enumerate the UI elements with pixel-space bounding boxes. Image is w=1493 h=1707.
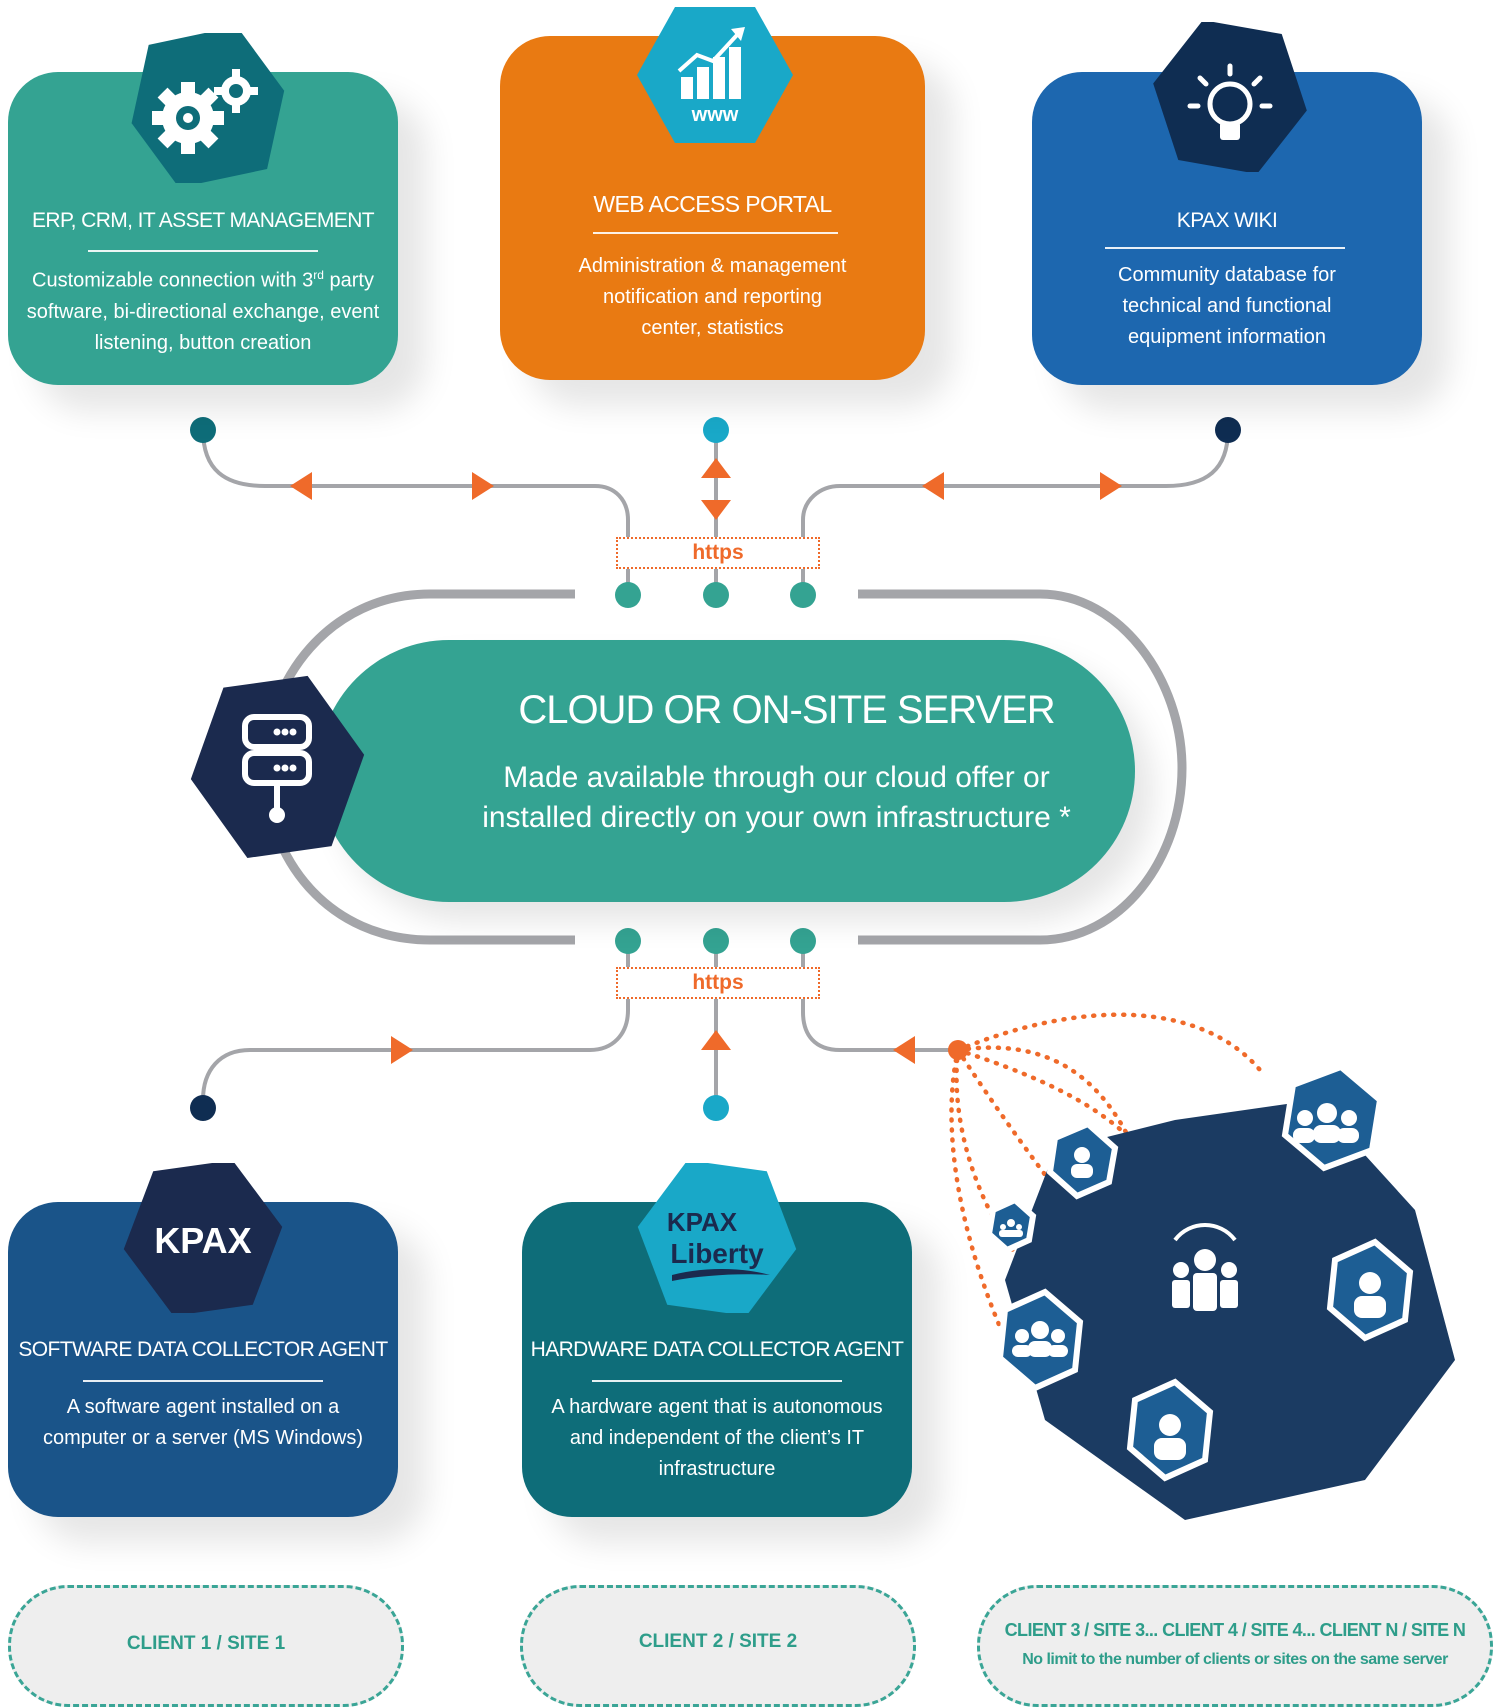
web-access-portal-card: WEB ACCESS PORTAL Administration & manag… bbox=[500, 36, 925, 380]
connector-dot bbox=[1215, 417, 1241, 443]
card-description: Community database for technical and fun… bbox=[1118, 264, 1336, 348]
connector-dot bbox=[790, 582, 816, 608]
server-icon bbox=[190, 675, 365, 859]
client-2-box: CLIENT 2 / SITE 2 bbox=[520, 1585, 916, 1707]
svg-text:Liberty: Liberty bbox=[670, 1238, 764, 1269]
https-label-top: https bbox=[616, 537, 820, 569]
connector-dot bbox=[615, 582, 641, 608]
gears-icon bbox=[131, 33, 285, 183]
card-description: A software agent installed on a computer… bbox=[42, 1396, 364, 1449]
client-1-box: CLIENT 1 / SITE 1 bbox=[8, 1585, 404, 1707]
client-cluster-graphic bbox=[985, 1063, 1455, 1520]
connector-dot bbox=[190, 417, 216, 443]
card-divider bbox=[83, 1380, 323, 1382]
www-chart-icon: www bbox=[637, 7, 793, 143]
connector-dot bbox=[703, 582, 729, 608]
client-n-box: CLIENT 3 / SITE 3... CLIENT 4 / SITE 4..… bbox=[977, 1585, 1493, 1707]
card-title: KPAX WIKI bbox=[1176, 209, 1278, 232]
card-description: Administration & management notification… bbox=[578, 255, 847, 339]
connector-dot bbox=[190, 1095, 216, 1121]
card-divider bbox=[593, 232, 838, 234]
kpax-liberty-logo-icon: KPAX Liberty bbox=[637, 1163, 797, 1313]
client-label: CLIENT 1 / SITE 1 bbox=[126, 1633, 286, 1654]
client-label: CLIENT 2 / SITE 2 bbox=[638, 1631, 798, 1652]
card-title: SOFTWARE DATA COLLECTOR AGENT bbox=[18, 1338, 388, 1361]
svg-text:www: www bbox=[691, 104, 739, 126]
card-title: HARDWARE DATA COLLECTOR AGENT bbox=[530, 1338, 904, 1361]
connector-dot bbox=[703, 928, 729, 954]
card-divider bbox=[592, 1380, 842, 1382]
card-title: ERP, CRM, IT ASSET MANAGEMENT bbox=[31, 209, 375, 232]
lightbulb-icon bbox=[1153, 22, 1307, 172]
card-title: WEB ACCESS PORTAL bbox=[593, 191, 832, 217]
connector-dot bbox=[615, 928, 641, 954]
connector-dot bbox=[703, 417, 729, 443]
https-label-bottom: https bbox=[616, 967, 820, 999]
client-note: No limit to the number of clients or sit… bbox=[1022, 1651, 1448, 1668]
svg-text:KPAX: KPAX bbox=[154, 1220, 251, 1261]
server-title: CLOUD OR ON-SITE SERVER bbox=[518, 688, 1055, 732]
server-description: Made available through our cloud offer o… bbox=[482, 761, 1071, 834]
card-description: A hardware agent that is autonomous and … bbox=[551, 1396, 883, 1480]
connector-dot bbox=[790, 928, 816, 954]
client-label: CLIENT 3 / SITE 3... CLIENT 4 / SITE 4..… bbox=[1004, 1620, 1466, 1640]
connector-dot bbox=[703, 1095, 729, 1121]
server-panel: CLOUD OR ON-SITE SERVER Made available t… bbox=[318, 640, 1135, 902]
card-description: Customizable connection with 3rd party s… bbox=[26, 268, 380, 354]
card-divider bbox=[1105, 247, 1345, 249]
kpax-logo-icon: KPAX bbox=[123, 1163, 283, 1313]
svg-text:KPAX: KPAX bbox=[667, 1207, 738, 1237]
card-divider bbox=[88, 250, 318, 252]
